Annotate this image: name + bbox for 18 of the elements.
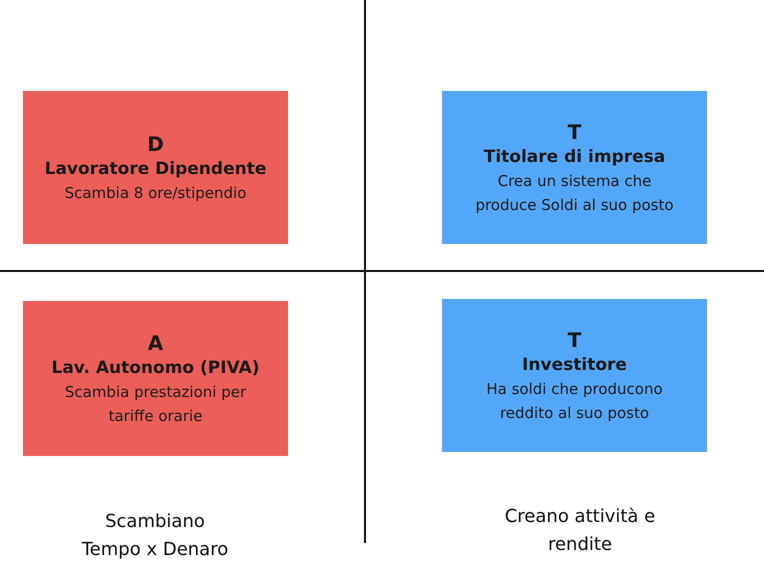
column-caption: Scambiano Tempo x Denaro xyxy=(80,510,230,562)
role-description: Crea un sistema che produce Soldi al suo posto xyxy=(474,170,675,216)
letter-heading: D xyxy=(147,130,164,156)
letter-heading: A xyxy=(148,330,164,356)
role-description: Scambia prestazioni per tariffe orarie xyxy=(64,382,248,426)
quadrant-box xyxy=(442,299,707,452)
quadrant-box xyxy=(442,91,707,244)
column-caption: Creano attività e rendite xyxy=(504,505,656,557)
letter-heading: T xyxy=(568,326,582,352)
role-title: Titolare di impresa xyxy=(484,146,666,168)
role-title: Lav. Autonomo (PIVA) xyxy=(51,356,260,380)
quadrant-box xyxy=(23,91,288,244)
role-title: Lavoratore Dipendente xyxy=(44,158,266,180)
role-title: Investitore xyxy=(522,354,627,376)
role-description: Scambia 8 ore/stipendio xyxy=(64,182,248,204)
quadrant-box xyxy=(23,301,288,456)
letter-heading: T xyxy=(568,118,582,144)
role-description: Ha soldi che producono reddito al suo posto xyxy=(485,378,664,424)
